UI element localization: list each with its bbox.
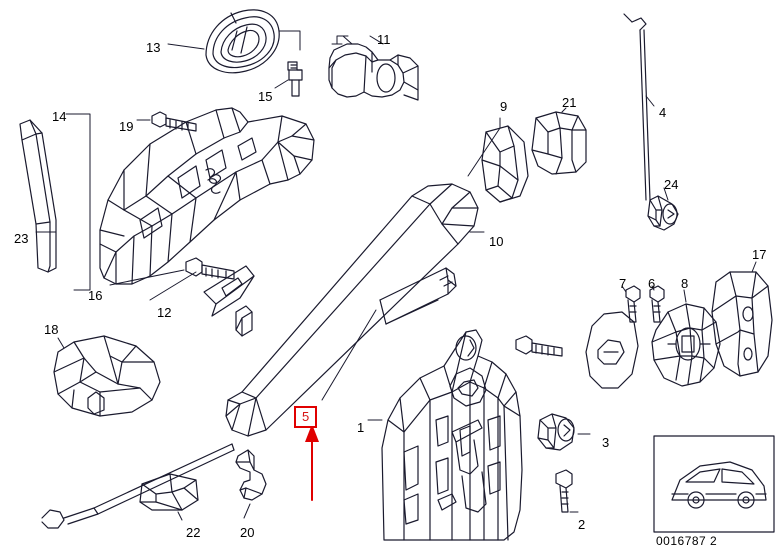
callout-17: 17 bbox=[752, 247, 767, 262]
callout-16: 16 bbox=[88, 288, 103, 303]
part-7-screw bbox=[625, 285, 641, 323]
callout-23: 23 bbox=[14, 231, 29, 246]
part-2-screw-lower bbox=[555, 469, 573, 513]
callout-20: 20 bbox=[240, 525, 255, 540]
part-21-cover-cap bbox=[531, 111, 587, 175]
part-3-grommet bbox=[537, 413, 575, 451]
part-16-screw bbox=[185, 257, 235, 280]
highlight-arrow bbox=[305, 424, 319, 501]
callout-19: 19 bbox=[119, 119, 134, 134]
vehicle-thumbnail bbox=[653, 435, 775, 533]
callout-7: 7 bbox=[619, 276, 627, 291]
callout-24: 24 bbox=[664, 177, 679, 192]
callout-14: 14 bbox=[52, 109, 67, 124]
part-18-water-shield bbox=[53, 335, 161, 417]
part-13-handle-bezel bbox=[205, 9, 280, 74]
part-10-exterior-handle bbox=[225, 183, 479, 437]
part-12-handle-carrier bbox=[99, 107, 315, 285]
callout-2: 2 bbox=[578, 517, 586, 532]
part-lock-escutcheon bbox=[585, 311, 639, 389]
part-6-screw bbox=[649, 285, 665, 323]
callout-3: 3 bbox=[602, 435, 610, 450]
callout-15: 15 bbox=[258, 89, 273, 104]
part-8-lock-cylinder bbox=[651, 303, 721, 387]
callout-12: 12 bbox=[157, 305, 172, 320]
part-4-operating-rod bbox=[623, 13, 651, 201]
callout-11: 11 bbox=[377, 32, 391, 47]
callout-6: 6 bbox=[648, 276, 656, 291]
callout-10: 10 bbox=[489, 234, 504, 249]
part-23-seal-strip bbox=[19, 119, 57, 273]
part-9-end-cap bbox=[481, 125, 529, 203]
part-17-cover-plate bbox=[711, 271, 773, 377]
callout-13: 13 bbox=[146, 40, 161, 55]
part-22-clip-block bbox=[139, 473, 199, 511]
callout-21: 21 bbox=[562, 95, 577, 110]
part-lower-rod bbox=[41, 443, 235, 529]
part-11-lock-actuator bbox=[328, 35, 419, 101]
callout-18: 18 bbox=[44, 322, 59, 337]
part-15-plunger bbox=[287, 61, 303, 97]
callout-1: 1 bbox=[357, 420, 365, 435]
callout-8: 8 bbox=[681, 276, 689, 291]
part-12-clip-plate bbox=[203, 265, 255, 337]
callout-22: 22 bbox=[186, 525, 201, 540]
part-19-screw bbox=[151, 111, 197, 132]
callout-4: 4 bbox=[659, 105, 667, 120]
part-24-rod-bushing bbox=[647, 195, 679, 231]
diagram-id-label: 0016787 2 bbox=[654, 533, 720, 549]
part-20-retaining-clip bbox=[235, 449, 267, 501]
part-2-screw-upper bbox=[515, 335, 563, 357]
part-5-handle-rod bbox=[379, 267, 457, 325]
part-1-door-lock bbox=[381, 329, 523, 541]
callout-9: 9 bbox=[500, 99, 508, 114]
highlighted-part-number[interactable]: 5 bbox=[294, 406, 318, 428]
